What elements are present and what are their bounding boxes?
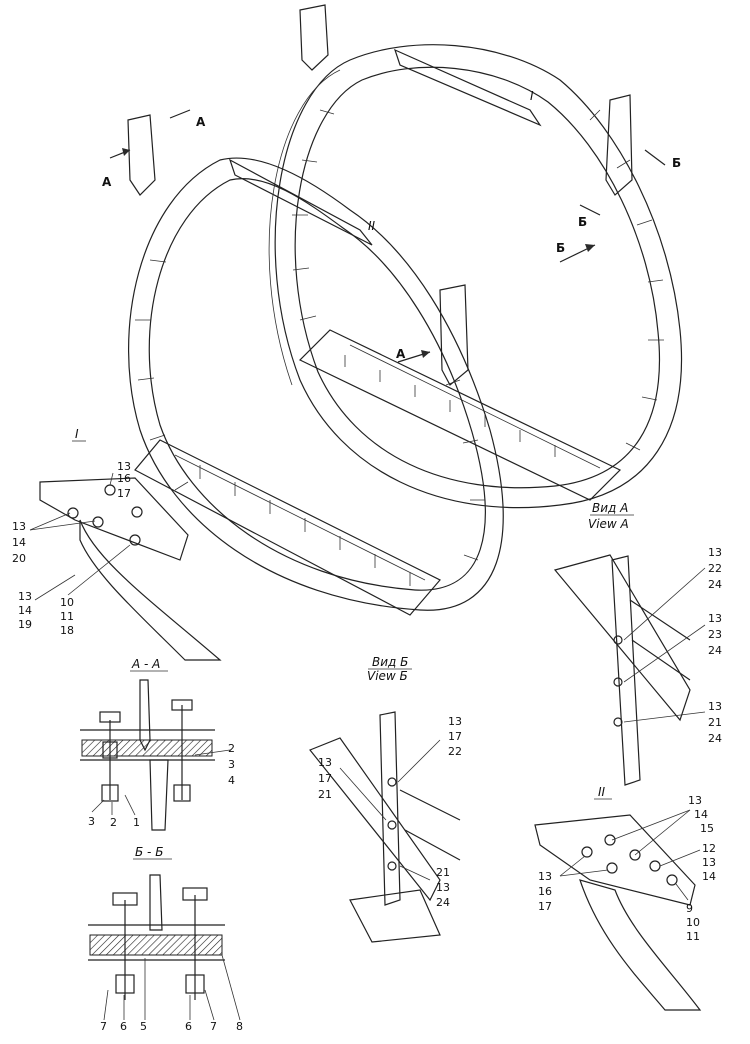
vb-label-24: 24 xyxy=(436,896,450,909)
view-a: Вид A View A 13 22 24 13 23 24 13 21 24 xyxy=(553,501,722,786)
aa-label-1: 1 xyxy=(133,816,140,829)
section-a-label-right: A xyxy=(196,115,206,129)
aa-label-3a: 3 xyxy=(228,758,235,771)
d1-label-14a: 14 xyxy=(12,536,26,549)
vb-label-22: 22 xyxy=(448,745,462,758)
d2-label-9: 9 xyxy=(686,902,693,915)
d1-label-18: 18 xyxy=(60,624,74,637)
section-aa: A - A 2 3 4 3 2 1 xyxy=(80,657,235,831)
d1-label-14b: 14 xyxy=(18,604,32,617)
va-label-13a: 13 xyxy=(708,546,722,559)
section-bb: Б - Б 7 6 5 6 7 8 xyxy=(88,845,243,1033)
d2-label-12: 12 xyxy=(702,842,716,855)
view-b-title-ru: Вид Б xyxy=(372,655,408,669)
d2-label-16: 16 xyxy=(538,885,552,898)
detail-2-title: II xyxy=(598,785,606,799)
view-b-title-en: View Б xyxy=(367,669,408,683)
detail-1: I 13 16 17 13 14 20 13 14 19 10 11 18 xyxy=(12,427,222,661)
aa-label-2b: 2 xyxy=(110,816,117,829)
bb-label-7b: 7 xyxy=(210,1020,217,1033)
va-label-24a: 24 xyxy=(708,578,722,591)
rear-frame xyxy=(268,4,683,509)
vb-label-21b: 21 xyxy=(436,866,450,879)
d2-label-13b: 13 xyxy=(702,856,716,869)
d2-label-10: 10 xyxy=(686,916,700,929)
detail-2-marker: II xyxy=(368,219,376,233)
view-a-title-ru: Вид A xyxy=(592,501,628,515)
main-assembly: A A Б Б Б A I II xyxy=(102,4,683,616)
bb-label-6b: 6 xyxy=(185,1020,192,1033)
d1-label-17: 17 xyxy=(117,487,131,500)
detail-2: II 13 14 15 12 13 14 13 16 17 9 10 11 xyxy=(534,785,716,1011)
va-label-24b: 24 xyxy=(708,644,722,657)
view-b: Вид Б View Б 13 17 22 13 17 21 21 13 24 xyxy=(309,655,462,943)
section-b-label-top: Б xyxy=(672,156,681,170)
d1-label-13a: 13 xyxy=(117,460,131,473)
d1-label-19: 19 xyxy=(18,618,32,631)
view-b-arrow-label: Б xyxy=(556,241,565,255)
section-b-label-mid: Б xyxy=(578,215,587,229)
vb-label-21a: 21 xyxy=(318,788,332,801)
va-label-21: 21 xyxy=(708,716,722,729)
d2-label-17: 17 xyxy=(538,900,552,913)
d2-label-13a: 13 xyxy=(688,794,702,807)
d2-label-14a: 14 xyxy=(694,808,708,821)
d2-label-15: 15 xyxy=(700,822,714,835)
vb-label-17a: 17 xyxy=(448,730,462,743)
va-label-22: 22 xyxy=(708,562,722,575)
detail-1-title: I xyxy=(75,427,79,441)
d2-label-14b: 14 xyxy=(702,870,716,883)
bb-label-5: 5 xyxy=(140,1020,147,1033)
d1-label-11: 11 xyxy=(60,610,74,623)
vb-label-17b: 17 xyxy=(318,772,332,785)
d1-label-16: 16 xyxy=(117,472,131,485)
section-a-label-left: A xyxy=(102,175,112,189)
va-label-23: 23 xyxy=(708,628,722,641)
view-a-arrow-label: A xyxy=(396,347,406,361)
aa-label-2a: 2 xyxy=(228,742,235,755)
d1-label-20: 20 xyxy=(12,552,26,565)
vb-label-13c: 13 xyxy=(436,881,450,894)
d2-label-11: 11 xyxy=(686,930,700,943)
va-label-13c: 13 xyxy=(708,700,722,713)
bb-label-8: 8 xyxy=(236,1020,243,1033)
detail-1-marker: I xyxy=(530,89,534,103)
bb-label-7a: 7 xyxy=(100,1020,107,1033)
section-bb-title: Б - Б xyxy=(135,845,163,859)
d2-label-13c: 13 xyxy=(538,870,552,883)
d1-label-10: 10 xyxy=(60,596,74,609)
section-arrows: A A Б Б Б A I II xyxy=(102,89,681,363)
d1-label-13c: 13 xyxy=(18,590,32,603)
va-label-13b: 13 xyxy=(708,612,722,625)
bb-label-6a: 6 xyxy=(120,1020,127,1033)
section-aa-title: A - A xyxy=(131,657,160,671)
view-a-title-en: View A xyxy=(588,517,629,531)
aa-label-4: 4 xyxy=(228,774,235,787)
va-label-24c: 24 xyxy=(708,732,722,745)
vb-label-13b: 13 xyxy=(318,756,332,769)
d1-label-13b: 13 xyxy=(12,520,26,533)
front-frame xyxy=(127,114,504,616)
aa-label-3b: 3 xyxy=(88,815,95,828)
vb-label-13a: 13 xyxy=(448,715,462,728)
